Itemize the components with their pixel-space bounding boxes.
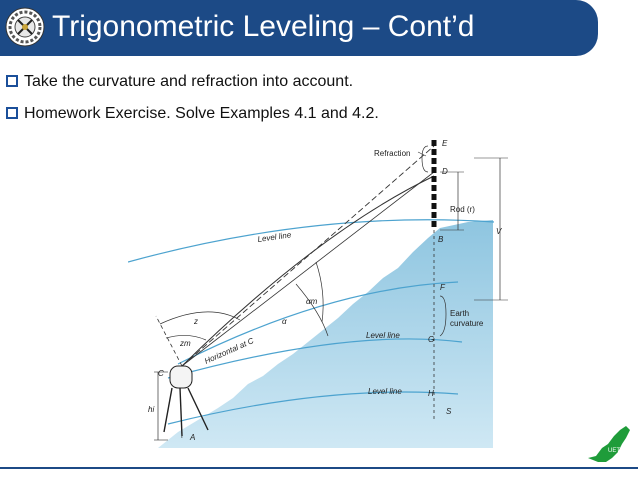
trigonometric-leveling-diagram: Refraction E D Rod (r) V B F Earth curva… [128,139,508,448]
zm-angle-arc [165,335,207,341]
slide-title: Trigonometric Leveling – Cont’d [52,10,475,43]
label-level-line-bottom: Level line [368,387,402,396]
hollow-square-bullet-icon [6,75,18,87]
logo-text: UET [608,448,620,454]
hollow-square-bullet-icon [6,107,18,119]
refracted-line-of-sight [181,175,435,367]
label-alpha-m: αm [306,297,318,306]
zenith-line [155,315,183,367]
z-angle-arc [159,311,241,325]
label-point-s: S [446,407,452,416]
label-zenith-zm: zm [179,339,191,348]
label-v: V [496,227,502,236]
label-point-a: A [189,433,195,442]
title-bar: Trigonometric Leveling – Cont’d [0,0,598,56]
bullet-text: Take the curvature and refraction into a… [24,73,354,90]
theodolite-icon [163,365,209,441]
gear-emblem-icon [5,7,45,47]
bullet-item: Homework Exercise. Solve Examples 4.1 an… [6,104,379,124]
footer-divider [0,467,638,469]
label-point-g: G [428,335,434,344]
level-line-b [128,219,495,263]
label-curvature: curvature [450,319,484,328]
label-zenith-z: z [193,317,198,326]
bullet-text: Homework Exercise. Solve Examples 4.1 an… [24,105,379,122]
label-rod: Rod (r) [450,205,475,214]
label-refraction: Refraction [374,149,410,158]
label-alpha: α [282,317,287,326]
earth-curvature-bracket [439,295,447,337]
level-line-g [167,338,463,379]
label-hi: hi [148,405,154,414]
bullet-item: Take the curvature and refraction into a… [6,72,353,92]
alpha-m-angle-arc [295,283,329,337]
level-line-h [167,391,459,425]
label-level-line-middle: Level line [366,331,400,340]
label-point-e: E [442,139,448,148]
line-of-sight-to-e [181,145,435,367]
line-of-sight-to-d [181,171,435,367]
alpha-angle-arc [315,261,324,323]
refraction-bracket [421,145,429,173]
label-point-f: F [440,283,446,292]
label-level-line-top: Level line [257,230,292,244]
label-point-b: B [438,235,444,244]
label-point-c: C [158,369,164,378]
label-point-d: D [442,167,448,176]
label-earth: Earth [450,309,469,318]
refraction-leader [417,151,427,157]
terrain [158,220,493,448]
pakistan-map-icon: UET [588,426,630,462]
label-point-h: H [428,389,434,398]
